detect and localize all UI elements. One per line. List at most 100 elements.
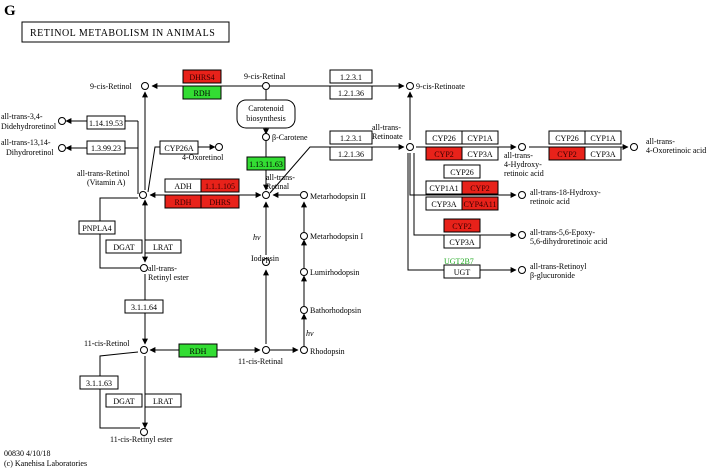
enzyme-rdh-top[interactable]: RDH (182, 85, 222, 100)
label-hv-2: hν (306, 329, 314, 338)
label-18hydroxy-2: retinoic acid (530, 197, 570, 206)
edge-epoxy (413, 153, 517, 238)
enzyme-cyp3a-r1[interactable]: CYP3A (461, 146, 499, 161)
enzyme-rdh-mid[interactable]: RDH (164, 194, 202, 209)
node-11cis-retinol[interactable] (140, 346, 148, 354)
enzyme-cyp3a-r4[interactable]: CYP3A (443, 234, 481, 249)
svg-text:1.2.1.36: 1.2.1.36 (338, 150, 364, 159)
enzyme-cyp26-r2[interactable]: CYP26 (548, 130, 586, 145)
enzyme-cyp26a[interactable]: CYP26A (159, 140, 199, 155)
node-glucuronide[interactable] (518, 266, 526, 274)
carotenoid-pathway-box[interactable] (236, 99, 296, 129)
node-iodopsin[interactable] (262, 258, 270, 266)
enzyme-31163[interactable]: 3.1.1.63 (79, 375, 119, 390)
title-frame (21, 21, 230, 43)
svg-text:1.13.11.63: 1.13.11.63 (249, 160, 283, 169)
carotenoid-label-2: biosynthesis (246, 114, 286, 123)
enzyme-cyp4a11[interactable]: CYP4A11 (461, 196, 499, 211)
svg-text:CYP3A: CYP3A (449, 238, 475, 247)
enzyme-lrat-a[interactable]: LRAT (144, 239, 182, 254)
label-glucuronide-2: β-glucuronide (530, 271, 575, 280)
node-11cis-retinyl-ester[interactable] (140, 428, 148, 436)
node-alltrans-retinoate[interactable] (406, 143, 414, 151)
svg-text:ADH: ADH (174, 182, 192, 191)
enzyme-cyp26-r3[interactable]: CYP26 (443, 164, 481, 179)
enzyme-pnpla4[interactable]: PNPLA4 (78, 220, 116, 235)
label-dihydroretinol-1: all-trans-13,14- (1, 138, 51, 147)
node-beta-carotene[interactable] (262, 133, 270, 141)
enzyme-ugt[interactable]: UGT (443, 264, 481, 279)
enzyme-dgat-b[interactable]: DGAT (105, 393, 143, 408)
node-didehydroretinol[interactable] (58, 117, 66, 125)
enzyme-dhrs[interactable]: DHRS (200, 194, 240, 209)
node-oxoretinol[interactable] (215, 143, 223, 151)
label-alltrans-retinoate-1: all-trans- (372, 123, 401, 132)
enzyme-adh[interactable]: ADH (164, 178, 202, 193)
enzyme-cyp2-r2[interactable]: CYP2 (548, 146, 586, 161)
node-lumirhodopsin[interactable] (300, 268, 308, 276)
svg-text:1.2.1.36: 1.2.1.36 (338, 89, 364, 98)
enzyme-cyp3a-r2[interactable]: CYP3A (584, 146, 622, 161)
svg-text:3.1.1.64: 3.1.1.64 (131, 303, 157, 312)
enzyme-cyp2-r1[interactable]: CYP2 (425, 146, 463, 161)
enzyme-1231-a[interactable]: 1.2.3.1 (329, 69, 373, 84)
node-retinyl-ester[interactable] (140, 264, 148, 272)
svg-text:CYP26: CYP26 (432, 134, 456, 143)
node-11cis-retinal[interactable] (262, 346, 270, 354)
enzyme-1231-b[interactable]: 1.2.3.1 (329, 130, 373, 145)
enzyme-12136-b[interactable]: 1.2.1.36 (329, 146, 373, 161)
enzyme-12136-a[interactable]: 1.2.1.36 (329, 85, 373, 100)
svg-text:CYP1A: CYP1A (590, 134, 616, 143)
svg-text:CYP26: CYP26 (555, 134, 579, 143)
label-beta-carotene: β-Carotene (272, 133, 308, 142)
svg-text:1.2.3.1: 1.2.3.1 (340, 134, 362, 143)
label-alltrans-retinol-2: (Vitamin A) (87, 178, 126, 187)
enzyme-cyp3a-r3[interactable]: CYP3A (425, 196, 463, 211)
svg-text:CYP26: CYP26 (450, 168, 474, 177)
enzyme-rdh-bottom[interactable]: RDH (178, 343, 218, 358)
node-dihydroretinol[interactable] (58, 144, 66, 152)
enzyme-dgat-a[interactable]: DGAT (105, 239, 143, 254)
node-alltrans-retinal[interactable] (262, 191, 270, 199)
node-9cis-retinal[interactable] (262, 82, 270, 90)
svg-text:CYP2: CYP2 (452, 222, 472, 231)
svg-text:DHRS: DHRS (209, 198, 230, 207)
node-alltrans-retinol[interactable] (139, 191, 147, 199)
enzyme-31164-a[interactable]: 3.1.1.64 (124, 299, 164, 314)
svg-text:PNPLA4: PNPLA4 (82, 224, 111, 233)
label-didehydroretinol-1: all-trans-3,4- (1, 112, 43, 121)
label-18hydroxy-1: all-trans-18-Hydroxy- (530, 188, 601, 197)
label-alltrans-retinal-2: Retinal (266, 182, 290, 191)
node-oxoretinoic[interactable] (630, 143, 638, 151)
enzyme-cyp2-r3[interactable]: CYP2 (461, 180, 499, 195)
node-bathorhodopsin[interactable] (300, 306, 308, 314)
node-18hydroxy[interactable] (518, 191, 526, 199)
enzyme-1131163[interactable]: 1.13.11.63 (246, 156, 286, 171)
svg-text:DGAT: DGAT (113, 243, 134, 252)
enzyme-139923[interactable]: 1.3.99.23 (86, 140, 126, 155)
enzyme-1141953[interactable]: 1.14.19.53 (86, 115, 126, 130)
enzyme-ugt2b7[interactable]: UGT2B7 (444, 257, 474, 266)
node-9cis-retinoate[interactable] (406, 82, 414, 90)
label-hydroxy-2: 4-Hydroxy- (504, 160, 542, 169)
svg-text:UGT: UGT (454, 268, 471, 277)
edge-18hydroxy (409, 153, 517, 198)
enzyme-cyp1a-r1[interactable]: CYP1A (461, 130, 499, 145)
node-epoxy[interactable] (518, 231, 526, 239)
enzyme-cyp26-r1[interactable]: CYP26 (425, 130, 463, 145)
node-hydroxy-retinoic[interactable] (518, 143, 526, 151)
label-11cis-retinol: 11-cis-Retinol (84, 339, 130, 348)
node-rhodopsin[interactable] (300, 346, 308, 354)
svg-text:DHRS4: DHRS4 (189, 73, 214, 82)
svg-text:RDH: RDH (194, 89, 211, 98)
node-9cis-retinol[interactable] (141, 82, 149, 90)
enzyme-dhrs4[interactable]: DHRS4 (182, 69, 222, 84)
enzyme-cyp1a-r2[interactable]: CYP1A (584, 130, 622, 145)
enzyme-lrat-b[interactable]: LRAT (144, 393, 182, 408)
enzyme-cyp1a1[interactable]: CYP1A1 (425, 180, 463, 195)
node-metarhodopsin-2[interactable] (300, 191, 308, 199)
label-lumirhodopsin: Lumirhodopsin (310, 268, 359, 277)
enzyme-cyp2-r4[interactable]: CYP2 (443, 218, 481, 233)
enzyme-111105[interactable]: 1.1.1.105 (200, 178, 240, 193)
node-metarhodopsin-1[interactable] (300, 232, 308, 240)
